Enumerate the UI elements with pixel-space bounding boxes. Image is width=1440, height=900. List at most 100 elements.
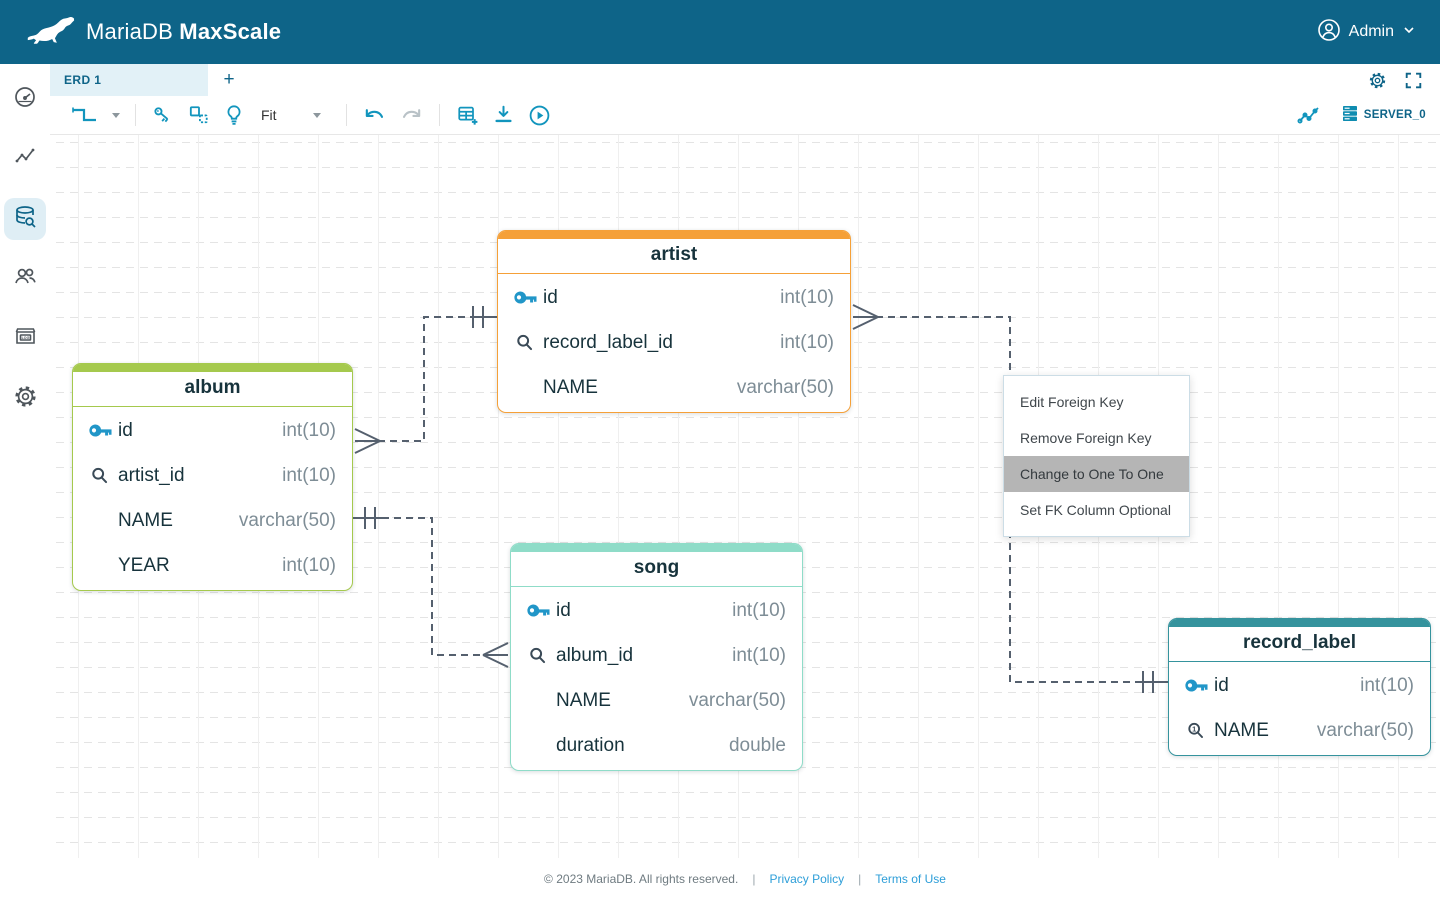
column-name: album_id — [556, 644, 634, 666]
column-type: int(10) — [780, 286, 834, 308]
column-type: int(10) — [282, 419, 336, 441]
table-color-strip — [1169, 619, 1430, 627]
sidebar-item-logs[interactable]: LOG — [4, 318, 46, 360]
column-name: YEAR — [118, 554, 170, 576]
copyright-text: © 2023 MariaDB. All rights reserved. — [544, 872, 739, 886]
table-color-strip — [498, 231, 850, 239]
column-row-NAME[interactable]: NAME varchar(50) — [511, 678, 802, 723]
column-type: int(10) — [282, 464, 336, 486]
column-type: varchar(50) — [688, 689, 786, 711]
sidebar-item-settings[interactable] — [4, 378, 46, 420]
table-title: song — [511, 552, 802, 587]
footer-separator: | — [858, 872, 862, 886]
column-type: int(10) — [732, 599, 786, 621]
column-row-album_id[interactable]: album_id int(10) — [511, 633, 802, 678]
server-label: SERVER_0 — [1363, 109, 1426, 121]
column-type: int(10) — [732, 644, 786, 666]
chevron-down-icon — [1402, 23, 1416, 42]
svg-text:1: 1 — [1192, 724, 1196, 733]
column-type: int(10) — [780, 331, 834, 353]
entity-table-song[interactable]: song id int(10) album_id int(10) NAME varchar… — [510, 543, 803, 771]
admin-menu[interactable]: Admin — [1317, 18, 1416, 47]
column-type: varchar(50) — [736, 376, 834, 398]
fullscreen-icon[interactable] — [1405, 72, 1422, 89]
foreign-key-icon[interactable] — [152, 105, 174, 125]
column-name: duration — [556, 734, 625, 756]
unique-icon: 1 — [1185, 720, 1214, 741]
sidebar-item-visualization[interactable] — [4, 138, 46, 180]
copy-diagram-icon[interactable] — [188, 105, 210, 125]
worksheet-tabbar: ERD 1 + — [50, 64, 1440, 96]
footer-separator: | — [752, 872, 756, 886]
tab-erd-1[interactable]: ERD 1 — [50, 64, 208, 96]
column-row-artist_id[interactable]: artist_id int(10) — [73, 453, 352, 498]
column-name: id — [118, 419, 133, 441]
table-title: artist — [498, 239, 850, 274]
brand-title: MariaDB MaxScale — [86, 19, 282, 44]
column-type: varchar(50) — [238, 509, 336, 531]
toolbar-divider — [135, 104, 136, 126]
privacy-policy-link[interactable]: Privacy Policy — [769, 872, 845, 886]
brand: MariaDB MaxScale — [24, 15, 281, 49]
user-avatar-icon — [1317, 18, 1341, 47]
terms-of-use-link[interactable]: Terms of Use — [875, 872, 946, 886]
table-title: record_label — [1169, 627, 1430, 662]
column-row-id[interactable]: id int(10) — [73, 408, 352, 453]
column-type: int(10) — [282, 554, 336, 576]
add-worksheet-button[interactable]: + — [223, 69, 235, 90]
column-name: NAME — [543, 376, 598, 398]
column-row-id[interactable]: id int(10) — [511, 588, 802, 633]
column-name: NAME — [556, 689, 611, 711]
column-name: NAME — [1214, 719, 1269, 741]
column-row-id[interactable]: id int(10) — [498, 275, 850, 320]
context-menu-item-set-fk-column-optional[interactable]: Set FK Column Optional — [1020, 502, 1171, 518]
context-menu-item-change-to-one-to-one[interactable]: Change to One To One — [1004, 456, 1189, 492]
users-icon — [13, 264, 38, 294]
column-type: int(10) — [1360, 674, 1414, 696]
redo-icon[interactable] — [400, 106, 423, 124]
column-type: varchar(50) — [1316, 719, 1414, 741]
column-row-NAME[interactable]: 1 NAME varchar(50) — [1169, 708, 1430, 753]
column-name: id — [543, 286, 558, 308]
table-title: album — [73, 372, 352, 407]
column-name: artist_id — [118, 464, 185, 486]
connector-caret-icon[interactable] — [112, 112, 120, 118]
undo-icon[interactable] — [363, 106, 386, 124]
key-icon — [1185, 678, 1214, 693]
settings-gear-icon — [13, 384, 38, 414]
apply-script-play-icon[interactable] — [528, 104, 551, 127]
sidebar-item-query-editor[interactable] — [4, 198, 46, 240]
toolbar-divider — [439, 104, 440, 126]
toolbar-divider — [346, 104, 347, 126]
context-menu-item-remove-foreign-key[interactable]: Remove Foreign Key — [1020, 430, 1152, 446]
column-row-NAME[interactable]: NAME varchar(50) — [498, 365, 850, 410]
index-icon — [89, 465, 118, 486]
visualize-connections-icon[interactable] — [1297, 105, 1321, 125]
index-icon — [527, 645, 556, 666]
column-name: id — [556, 599, 571, 621]
worksheet-settings-gear-icon[interactable] — [1368, 71, 1387, 90]
export-download-icon[interactable] — [493, 104, 514, 126]
context-menu-item-edit-foreign-key[interactable]: Edit Foreign Key — [1020, 394, 1124, 410]
logs-archive-icon: LOG — [13, 324, 38, 354]
dashboard-gauge-icon — [13, 85, 37, 114]
table-color-strip — [73, 364, 352, 372]
column-row-YEAR[interactable]: YEAR int(10) — [73, 543, 352, 588]
key-icon — [527, 603, 556, 618]
connector-shape-icon[interactable] — [71, 105, 99, 125]
add-table-icon[interactable] — [456, 104, 479, 126]
sidebar-item-dashboard[interactable] — [4, 78, 46, 120]
auto-arrange-lightbulb-icon[interactable] — [224, 104, 244, 126]
server-chip[interactable]: SERVER_0 — [1342, 105, 1426, 125]
sidebar-item-users[interactable] — [4, 258, 46, 300]
zoom-fit-select[interactable]: Fit — [261, 107, 327, 123]
erd-toolbar: Fit — [50, 96, 1440, 135]
